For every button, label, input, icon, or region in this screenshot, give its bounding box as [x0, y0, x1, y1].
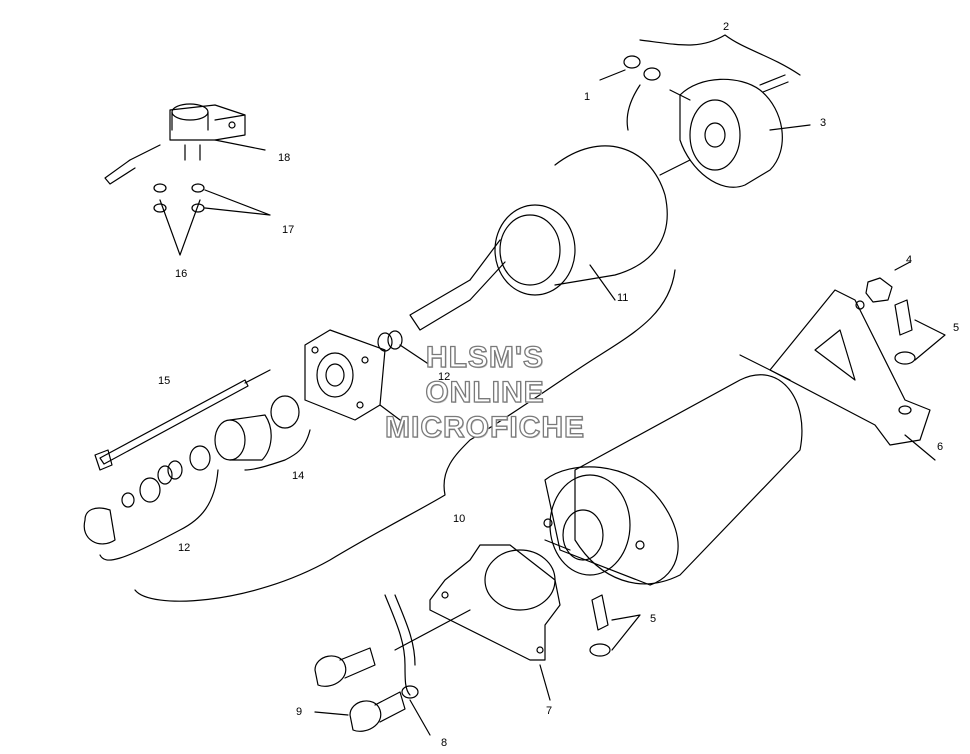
watermark-line-3: MICROFICHE: [384, 410, 585, 444]
group-10-outline: [134, 269, 676, 602]
callout-18: 18: [278, 152, 291, 164]
thrust-washer: [377, 330, 431, 366]
callout-17: 17: [282, 224, 295, 236]
bracket-hardware-4-5: [865, 261, 946, 365]
group-12-bracket: [99, 469, 219, 561]
callout-8: 8: [441, 737, 448, 749]
callout-12-lower: 12: [178, 542, 191, 554]
starter-motor-body: [543, 354, 803, 586]
watermark: HLSM'S ONLINE MICROFICHE: [370, 340, 600, 445]
callout-9: 9: [296, 706, 303, 718]
mounting-bracket-6: [769, 289, 936, 461]
mounting-bracket-7: [394, 544, 561, 701]
callout-2: 2: [723, 21, 730, 33]
callout-1: 1: [584, 91, 591, 103]
mount-bolts-9: [314, 647, 406, 732]
callout-11: 11: [617, 292, 629, 304]
callout-5-lower: 5: [650, 613, 657, 625]
callout-3: 3: [820, 117, 827, 129]
watermark-line-1: HLSM'S: [425, 340, 545, 374]
end-cap: [659, 74, 811, 188]
group-16-bracket: [159, 199, 201, 256]
group-14-bracket: [244, 429, 311, 471]
pinion-gear: [189, 395, 300, 471]
callout-16: 16: [175, 268, 188, 280]
group-2-bracket: [639, 34, 801, 76]
cap-nut-washer: [599, 55, 661, 131]
callout-5-upper: 5: [953, 322, 960, 334]
callout-6: 6: [937, 441, 944, 453]
armature: [409, 145, 668, 331]
callout-15: 15: [158, 375, 171, 387]
callout-4: 4: [906, 254, 913, 266]
solenoid-relay: [104, 103, 266, 185]
drive-end-housing: [304, 329, 401, 421]
callout-7: 7: [546, 705, 553, 717]
callout-10: 10: [453, 513, 466, 525]
spring-and-collars: [83, 460, 183, 545]
callout-12-upper: 12: [438, 371, 451, 383]
callout-14: 14: [292, 470, 305, 482]
watermark-line-2: ONLINE: [425, 375, 545, 409]
through-bolt: [94, 369, 271, 471]
relay-nuts-washers: [153, 183, 271, 216]
cable-terminal-8: [384, 594, 431, 736]
bracket-bolt-washer-5: [589, 594, 641, 657]
